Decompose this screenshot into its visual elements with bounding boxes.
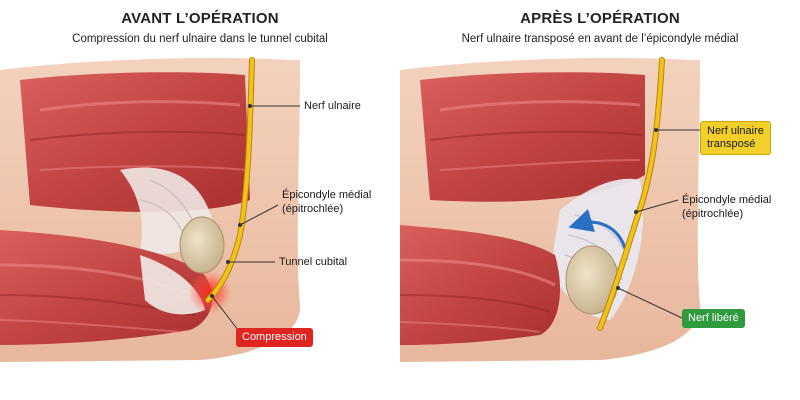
- transposed-line1: Nerf ulnaire: [707, 125, 764, 137]
- forearm-muscle: [0, 230, 213, 345]
- transposed-nerve-badge: Nerf ulnaire transposé: [700, 121, 771, 155]
- label-epicondyle: Épicondyle médial (épitrochlée): [282, 188, 371, 216]
- before-subtitle: Compression du nerf ulnaire dans le tunn…: [72, 33, 328, 45]
- transposition-arrow: [568, 209, 627, 249]
- label-epicondyle-line1: Épicondyle médial: [682, 194, 772, 206]
- label-epicondyle-line2: (épitrochlée): [682, 208, 744, 220]
- before-title: AVANT L’OPÉRATION: [121, 10, 279, 27]
- compression-badge: Compression: [236, 328, 313, 347]
- label-epicondyle-line1: Épicondyle médial: [282, 189, 372, 201]
- panel-before: AVANT L’OPÉRATION Compression du nerf ul…: [0, 10, 371, 362]
- label-nerve: Nerf ulnaire: [304, 100, 361, 112]
- upper-arm-muscle: [20, 72, 250, 212]
- transposed-line2: transposé: [707, 138, 756, 150]
- after-title: APRÈS L’OPÉRATION: [520, 10, 680, 27]
- panel-after: APRÈS L’OPÉRATION Nerf ulnaire transposé…: [400, 0, 800, 400]
- released-nerve-badge: Nerf libéré: [682, 309, 745, 328]
- label-epicondyle-line2: (épitrochlée): [282, 203, 344, 215]
- elbow-illustration-before: [0, 57, 301, 362]
- label-tunnel: Tunnel cubital: [279, 256, 348, 268]
- forearm-muscle: [400, 225, 560, 345]
- epicondyle-bone: [179, 216, 225, 274]
- after-subtitle: Nerf ulnaire transposé en avant de l’épi…: [461, 33, 739, 45]
- elbow-illustration-after: [400, 57, 701, 362]
- label-epicondyle: Épicondyle médial (épitrochlée): [682, 193, 771, 221]
